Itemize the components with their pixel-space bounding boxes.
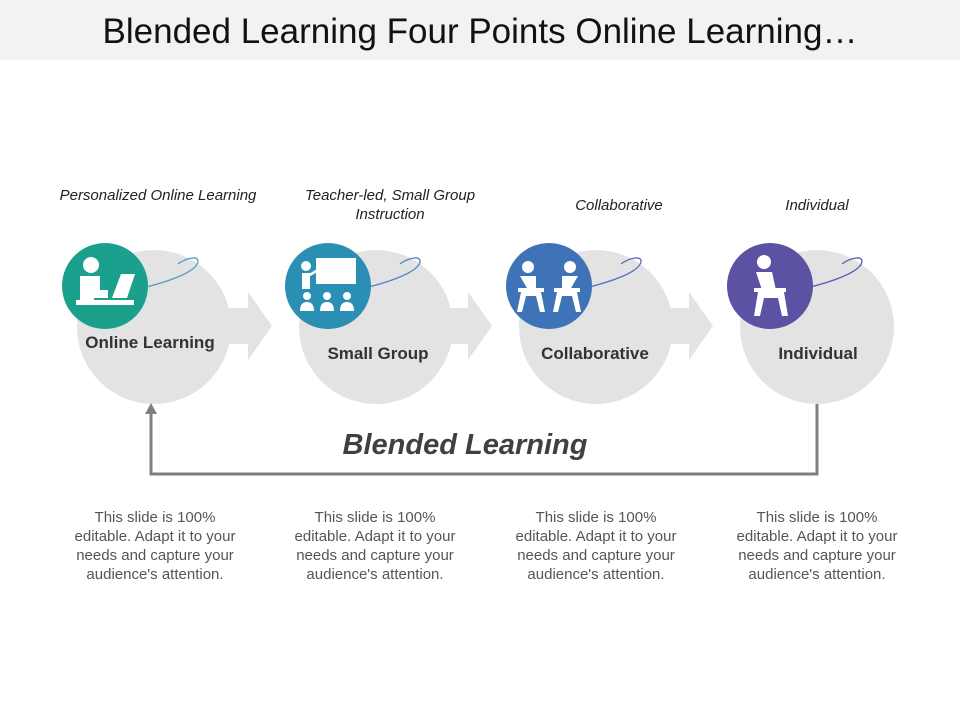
step-description-3: This slide is 100% editable. Adapt it to… bbox=[515, 509, 677, 583]
step-caption-4: Individual bbox=[785, 197, 849, 214]
step-description-2: This slide is 100% editable. Adapt it to… bbox=[294, 509, 456, 583]
step-description-1: This slide is 100% editable. Adapt it to… bbox=[74, 509, 236, 583]
step-caption-3: Collaborative bbox=[575, 197, 663, 214]
feedback-connector bbox=[149, 404, 819, 476]
callout-line-1 bbox=[141, 257, 199, 289]
arrow-1-2 bbox=[228, 292, 272, 360]
two-students-at-desks-icon bbox=[506, 243, 592, 329]
title-bar bbox=[0, 0, 960, 60]
arrow-2-3 bbox=[448, 292, 492, 360]
arrow-3-4 bbox=[669, 292, 713, 360]
student-at-desk-icon bbox=[727, 243, 813, 329]
step-caption-2: Teacher-led, Small Group Instruction bbox=[304, 187, 476, 223]
teacher-presenting-icon bbox=[285, 243, 371, 329]
step-description-4: This slide is 100% editable. Adapt it to… bbox=[736, 509, 898, 583]
step-label-2: Small Group bbox=[327, 344, 429, 363]
step-label-4: Individual bbox=[778, 344, 858, 363]
center-title: Blended Learning bbox=[342, 429, 588, 461]
callout-line-4 bbox=[805, 257, 863, 289]
step-label-3: Collaborative bbox=[541, 344, 649, 363]
step-caption-1: Personalized Online Learning bbox=[59, 187, 257, 204]
step-label-1: Online Learning bbox=[85, 333, 215, 352]
person-at-laptop-icon bbox=[62, 243, 148, 329]
slide-title: Blended Learning Four Points Online Lear… bbox=[102, 12, 858, 51]
feedback-arrowhead bbox=[145, 403, 157, 414]
callout-line-3 bbox=[584, 257, 642, 289]
callout-line-2 bbox=[363, 257, 421, 289]
